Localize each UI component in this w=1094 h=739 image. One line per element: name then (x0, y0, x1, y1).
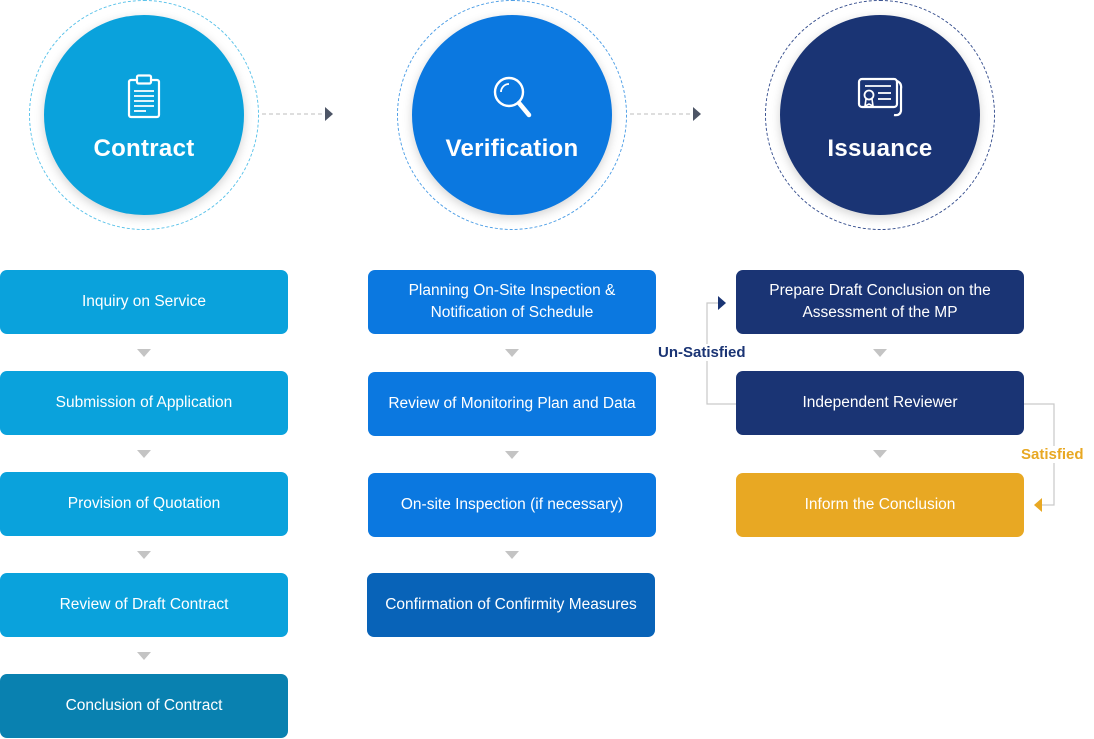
step-arrow-down (873, 349, 887, 357)
step-arrow-down (505, 349, 519, 357)
step-provision-of-quotation: Provision of Quotation (0, 472, 288, 536)
contract-ring (29, 0, 259, 230)
unsatisfied-loop-arrow (718, 296, 726, 310)
certificate-icon (857, 77, 903, 117)
verification-title: Verification (445, 135, 579, 162)
step-on-site-inspection: On-site Inspection (if necessary) (368, 473, 656, 537)
magnifier-icon (493, 76, 532, 118)
step-planning-on-site-inspection: Planning On-Site Inspection & Notificati… (368, 270, 656, 334)
step-arrow-down (137, 450, 151, 458)
contract-title: Contract (93, 135, 195, 162)
step-arrow-down (505, 551, 519, 559)
step-prepare-draft-conclusion: Prepare Draft Conclusion on the Assessme… (736, 270, 1024, 334)
contract-circle: Contract (44, 15, 244, 215)
step-review-of-draft-contract: Review of Draft Contract (0, 573, 288, 637)
step-inquiry-on-service: Inquiry on Service (0, 270, 288, 334)
step-conclusion-of-contract: Conclusion of Contract (0, 674, 288, 738)
satisfied-label: Satisfied (1019, 446, 1086, 463)
connector-arrow-contract-verification (325, 107, 333, 121)
step-arrow-down (137, 551, 151, 559)
connector-arrow-verification-issuance (693, 107, 701, 121)
step-submission-of-application: Submission of Application (0, 371, 288, 435)
satisfied-loop-arrow (1034, 498, 1042, 512)
issuance-circle: Issuance (780, 15, 980, 215)
step-review-of-monitoring-plan: Review of Monitoring Plan and Data (368, 372, 656, 436)
clipboard-icon (127, 74, 161, 119)
step-inform-the-conclusion: Inform the Conclusion (736, 473, 1024, 537)
unsatisfied-label: Un-Satisfied (656, 344, 748, 361)
step-arrow-down (137, 652, 151, 660)
step-independent-reviewer: Independent Reviewer (736, 371, 1024, 435)
step-arrow-down (505, 451, 519, 459)
issuance-title: Issuance (827, 135, 933, 162)
step-arrow-down (137, 349, 151, 357)
step-confirmation-of-confirmity-measures: Confirmation of Confirmity Measures (367, 573, 655, 637)
step-arrow-down (873, 450, 887, 458)
verification-ring (397, 0, 627, 230)
verification-circle: Verification (412, 15, 612, 215)
issuance-ring (765, 0, 995, 230)
